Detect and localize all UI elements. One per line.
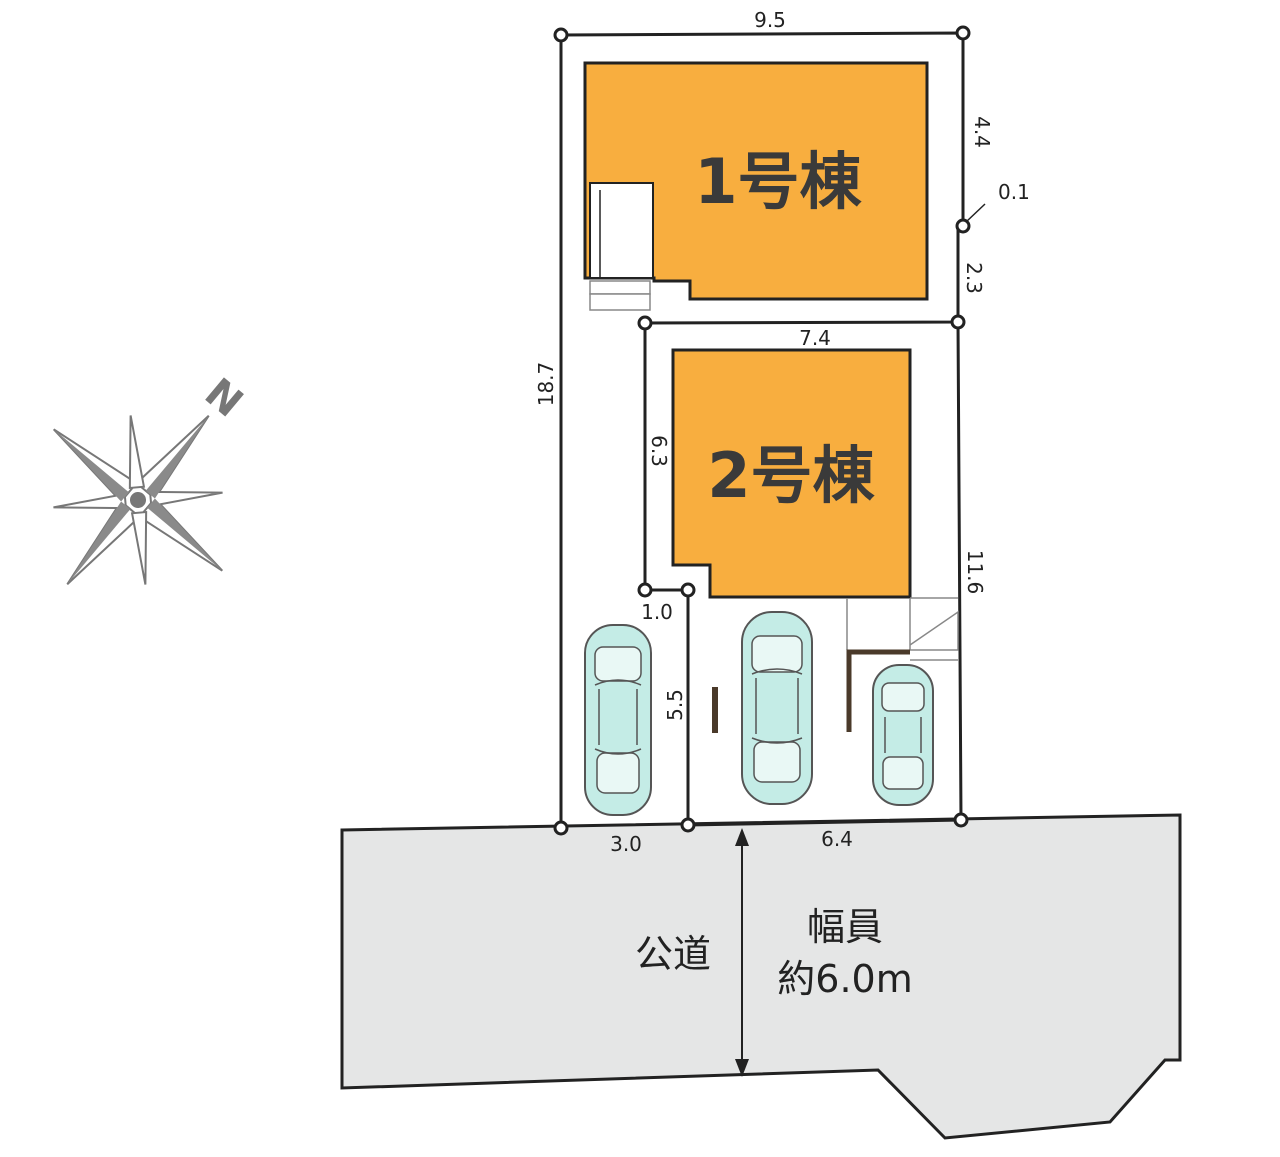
building-2-footprint <box>671 348 912 599</box>
marker-top-right <box>955 25 971 41</box>
car-middle <box>741 611 813 805</box>
building-2-label: 2号棟 <box>707 439 875 512</box>
marker-bottom-left <box>553 820 569 836</box>
compass-rose: N <box>53 370 251 585</box>
dim-middle-width: 7.4 <box>799 326 831 350</box>
dim-parking-depth: 5.5 <box>663 689 687 721</box>
road-name: 公道 <box>635 932 711 976</box>
dim-left-total: 18.7 <box>534 362 558 407</box>
lot-1-boundary <box>559 31 965 828</box>
marker-top-left <box>553 27 569 43</box>
dim-top-width: 9.5 <box>754 8 786 32</box>
dim-frontage-right: 6.4 <box>821 827 853 851</box>
marker-mid-right <box>950 314 966 330</box>
dim-lot2-depth: 6.3 <box>647 435 671 467</box>
building-2-fence <box>846 649 910 732</box>
building-2-entry-stair <box>909 610 959 651</box>
road-width-value: 約6.0m <box>777 957 912 1001</box>
offset-leader <box>965 203 986 223</box>
marker-step-right <box>680 582 696 598</box>
marker-bottom-right <box>953 812 969 828</box>
building-1-step-2 <box>589 293 651 311</box>
dim-right-middle: 2.3 <box>962 262 986 294</box>
boundary-markers <box>553 25 971 836</box>
car-right <box>872 664 934 806</box>
dim-right-offset: 0.1 <box>998 180 1030 204</box>
marker-mid-left <box>637 315 653 331</box>
road-width-arrow-head-top <box>735 828 749 846</box>
marker-bottom-middle <box>680 817 696 833</box>
building-1-step <box>589 280 651 295</box>
road-width-label: 幅員 <box>807 905 883 949</box>
road-width-arrow-head-bottom <box>735 1059 749 1077</box>
parking-bollard <box>712 687 718 733</box>
dim-right-lower: 11.6 <box>963 550 987 595</box>
marker-right-offset <box>955 218 971 234</box>
dim-frontage-left: 3.0 <box>610 832 642 856</box>
marker-step-left <box>637 582 653 598</box>
compass-north-label: N <box>196 370 251 427</box>
car-left <box>584 624 652 816</box>
dim-step-width: 1.0 <box>641 600 673 624</box>
building-1-label: 1号棟 <box>694 145 862 218</box>
public-road <box>340 813 1182 1140</box>
dim-right-upper: 4.4 <box>970 116 994 148</box>
